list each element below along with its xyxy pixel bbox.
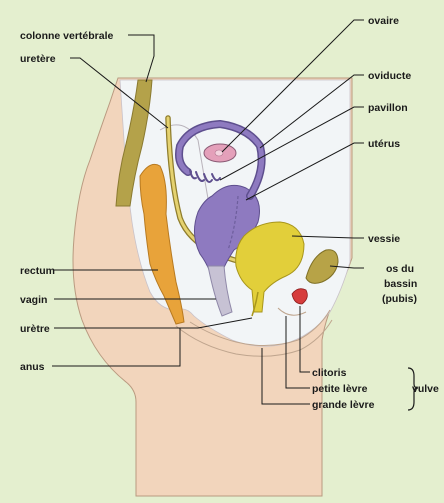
label-clitoris: clitoris [312,367,347,379]
label-vulve: vulve [412,383,439,395]
label-pavillon: pavillon [368,102,408,114]
label-os-line2: bassin [384,278,417,290]
label-rectum: rectum [20,265,55,277]
label-ovaire: ovaire [368,15,399,27]
label-oviducte: oviducte [368,70,411,82]
ovary-follicle [215,150,223,156]
label-os-line1: os du [386,263,414,275]
label-uretre: urètre [20,323,50,335]
leader-colonne [128,35,154,82]
label-os-line3: (pubis) [382,293,417,305]
label-grande-levre: grande lèvre [312,399,375,411]
label-uretere: uretère [20,53,56,65]
label-petite-levre: petite lèvre [312,383,368,395]
label-uterus: utérus [368,138,400,150]
label-vessie: vessie [368,233,400,245]
label-vagin: vagin [20,294,47,306]
label-anus: anus [20,361,45,373]
label-colonne: colonne vertébrale [20,30,114,42]
